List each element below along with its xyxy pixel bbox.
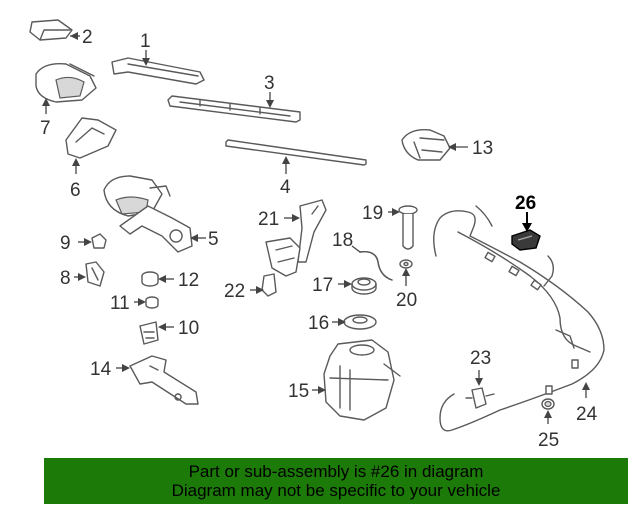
callout-17[interactable]: 17 <box>312 275 352 296</box>
part-13-drawing[interactable] <box>401 129 451 161</box>
callout-21[interactable]: 21 <box>258 209 300 230</box>
callout-20[interactable]: 20 <box>396 268 417 311</box>
part-19-drawing[interactable] <box>398 205 418 250</box>
banner-line-2: Diagram may not be specific to your vehi… <box>171 481 501 500</box>
part-20-drawing[interactable] <box>399 259 413 269</box>
callout-24-label: 24 <box>576 404 598 425</box>
callout-15[interactable]: 15 <box>288 381 326 402</box>
callout-3-label: 3 <box>264 73 275 94</box>
part-24-drawing[interactable] <box>433 205 605 432</box>
callout-19[interactable]: 19 <box>362 203 400 224</box>
callout-1-label: 1 <box>140 31 151 52</box>
callout-5[interactable]: 5 <box>190 229 219 250</box>
part-1-drawing[interactable] <box>111 57 205 85</box>
callout-26-label: 26 <box>515 193 536 214</box>
callout-22[interactable]: 22 <box>224 281 264 302</box>
callout-13-label: 13 <box>472 138 493 159</box>
part-16-drawing[interactable] <box>343 314 377 330</box>
callout-5-label: 5 <box>208 229 219 250</box>
callout-19-label: 19 <box>362 203 383 224</box>
callout-16-label: 16 <box>308 313 329 334</box>
callout-14-label: 14 <box>90 359 112 380</box>
callout-14[interactable]: 14 <box>90 359 130 380</box>
part-18-drawing[interactable] <box>359 251 393 281</box>
part-6-drawing[interactable] <box>65 117 117 159</box>
callout-8-label: 8 <box>60 268 71 289</box>
callout-17-label: 17 <box>312 275 333 296</box>
part-7-drawing[interactable] <box>35 63 97 103</box>
callout-12-label: 12 <box>178 270 199 291</box>
callout-6-label: 6 <box>70 180 81 201</box>
callout-23[interactable]: 23 <box>470 348 491 386</box>
callout-21-label: 21 <box>258 209 279 230</box>
part-14-drawing[interactable] <box>129 355 199 405</box>
callout-13[interactable]: 13 <box>448 138 493 159</box>
callout-11-label: 11 <box>110 293 130 314</box>
callout-12[interactable]: 12 <box>158 270 199 291</box>
part-12-drawing[interactable] <box>141 271 159 287</box>
callout-10-label: 10 <box>178 318 199 339</box>
part-23-drawing[interactable] <box>465 387 495 409</box>
callout-3[interactable]: 3 <box>264 73 275 108</box>
part-17-drawing[interactable] <box>351 277 377 295</box>
callout-15-label: 15 <box>288 381 309 402</box>
callout-6[interactable]: 6 <box>70 158 81 201</box>
part-5-drawing[interactable] <box>103 175 193 253</box>
callout-4-label: 4 <box>280 177 291 198</box>
part-2-drawing[interactable] <box>29 19 73 41</box>
callout-20-label: 20 <box>396 290 417 311</box>
part-9-drawing[interactable] <box>91 233 107 249</box>
callout-25[interactable]: 25 <box>538 410 559 451</box>
callout-2-label: 2 <box>82 27 93 48</box>
callout-23-label: 23 <box>470 348 491 369</box>
callout-7[interactable]: 7 <box>40 98 51 139</box>
callout-7-label: 7 <box>40 118 51 139</box>
callout-16[interactable]: 16 <box>308 313 346 334</box>
callout-9[interactable]: 9 <box>60 233 92 254</box>
callout-24[interactable]: 24 <box>576 382 598 425</box>
callout-18[interactable]: 18 <box>332 230 361 253</box>
part-3-drawing[interactable] <box>167 95 301 123</box>
part-21-drawing[interactable] <box>297 199 327 263</box>
part-4-drawing[interactable] <box>225 139 367 166</box>
callout-1[interactable]: 1 <box>140 31 151 66</box>
callout-25-label: 25 <box>538 430 559 451</box>
callout-8[interactable]: 8 <box>60 268 86 289</box>
part-10-drawing[interactable] <box>139 321 159 345</box>
part-15-drawing[interactable] <box>323 339 401 421</box>
callout-22-label: 22 <box>224 281 245 302</box>
callout-11[interactable]: 11 <box>110 293 146 314</box>
part-8-drawing[interactable] <box>85 261 105 287</box>
part-25-drawing[interactable] <box>541 398 555 410</box>
part-22-drawing[interactable] <box>261 237 301 297</box>
banner-line-1: Part or sub-assembly is #26 in diagram <box>188 462 484 481</box>
callout-26[interactable]: 26 <box>515 193 536 232</box>
callout-9-label: 9 <box>60 233 71 254</box>
callout-4[interactable]: 4 <box>280 156 291 198</box>
info-banner: Part or sub-assembly is #26 in diagram D… <box>44 458 628 504</box>
callout-10[interactable]: 10 <box>158 318 199 339</box>
part-26-drawing[interactable] <box>511 229 541 251</box>
parts-diagram: 2 1 7 3 6 <box>29 19 605 451</box>
part-11-drawing[interactable] <box>145 296 159 309</box>
callout-18-label: 18 <box>332 230 353 251</box>
callout-2[interactable]: 2 <box>70 27 93 48</box>
